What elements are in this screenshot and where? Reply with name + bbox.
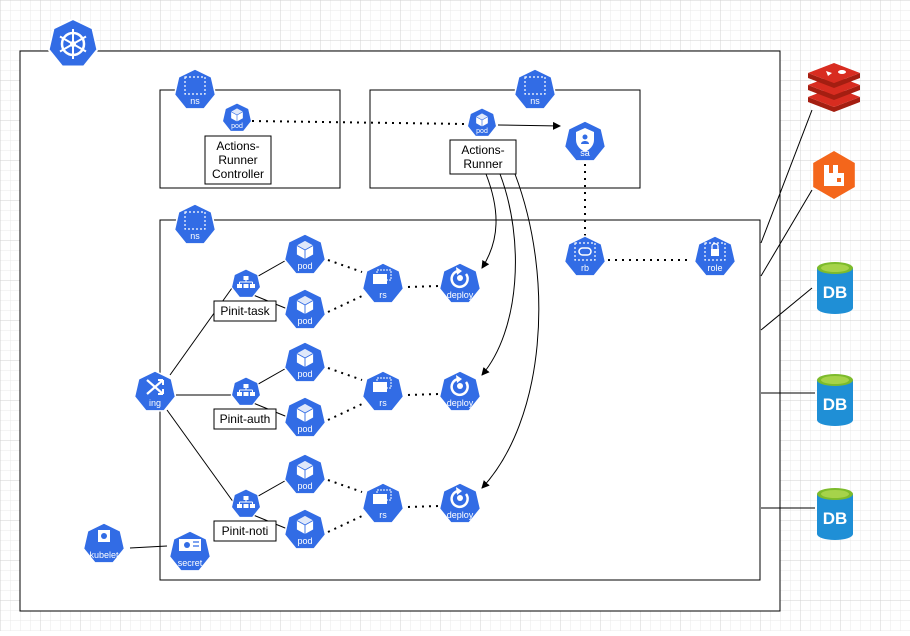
ns-icon-app: ns bbox=[173, 203, 217, 245]
pod-icon: pod bbox=[283, 508, 327, 550]
db-label: DB bbox=[823, 509, 848, 528]
runner-deploy-auth-arrow bbox=[481, 173, 516, 376]
deployment-icon: deploy bbox=[438, 482, 482, 524]
pod-label: pod bbox=[297, 536, 312, 546]
rs-label: rs bbox=[379, 398, 387, 408]
role-icon: role bbox=[693, 235, 737, 277]
svg-text:sa: sa bbox=[580, 148, 590, 158]
kubelet-secret-line bbox=[129, 545, 168, 549]
deployment-icon: deploy bbox=[438, 370, 482, 412]
deploy-label: deploy bbox=[447, 398, 474, 408]
controller-label-box bbox=[204, 135, 272, 185]
database-icon: DB bbox=[817, 374, 853, 426]
controller-runner-link bbox=[251, 120, 467, 125]
ns-label: ns bbox=[190, 96, 200, 106]
redis-link bbox=[760, 109, 813, 244]
replicaset-icon: rs bbox=[361, 482, 405, 524]
runner-pod-icon: pod bbox=[466, 107, 498, 138]
svg-text:kubelet: kubelet bbox=[89, 550, 119, 560]
kubelet-icon: kubelet bbox=[82, 522, 126, 564]
rs-label: rs bbox=[379, 510, 387, 520]
deployment-icon: deploy bbox=[438, 262, 482, 304]
svg-text:pod: pod bbox=[231, 123, 243, 130]
controller-label-line1: Actions- bbox=[216, 139, 259, 153]
replicaset-icon: rs bbox=[361, 262, 405, 304]
db-label: DB bbox=[823, 283, 848, 302]
service-name-label: Pinit-noti bbox=[222, 524, 269, 538]
pod-icon: pod bbox=[283, 341, 327, 383]
database-icon: DB bbox=[817, 488, 853, 540]
svg-text:secret: secret bbox=[178, 558, 203, 568]
ns-icon-controller: ns bbox=[173, 68, 217, 110]
runner-sa-arrow bbox=[497, 121, 561, 130]
pod-icon: pod bbox=[283, 233, 327, 275]
redis-icon bbox=[808, 63, 860, 112]
service-icon bbox=[230, 376, 262, 407]
pod-label: pod bbox=[297, 316, 312, 326]
deploy-label: deploy bbox=[447, 290, 474, 300]
ns-icon-runner: ns bbox=[513, 68, 557, 110]
rabbitmq-link bbox=[760, 189, 813, 277]
runner-label-line1: Actions- bbox=[461, 143, 504, 157]
ing-noti-line bbox=[166, 409, 235, 504]
service-account-icon: sa bbox=[563, 120, 607, 162]
controller-label-line2: Runner bbox=[218, 153, 257, 167]
ingress-icon: ing bbox=[133, 370, 177, 412]
runner-label-box bbox=[449, 139, 517, 175]
svg-text:pod: pod bbox=[476, 128, 488, 135]
pod-label: pod bbox=[297, 481, 312, 491]
service-icon bbox=[230, 268, 262, 299]
runner-deploy-task-arrow bbox=[481, 173, 497, 269]
rs-deploy-link bbox=[407, 285, 439, 288]
ns-label: ns bbox=[530, 96, 540, 106]
runner-label-line2: Runner bbox=[463, 157, 502, 171]
ns-label: ns bbox=[190, 231, 200, 241]
deploy-label: deploy bbox=[447, 510, 474, 520]
svg-text:rb: rb bbox=[581, 263, 589, 273]
pod-icon: pod bbox=[283, 396, 327, 438]
service-name-box bbox=[213, 300, 277, 322]
runner-deploy-noti-arrow bbox=[481, 173, 540, 489]
service-name-label: Pinit-task bbox=[220, 304, 270, 318]
db1-link bbox=[760, 287, 813, 331]
db-label: DB bbox=[823, 395, 848, 414]
service-name-box bbox=[213, 520, 277, 542]
rolebinding-icon: rb bbox=[563, 235, 607, 277]
pod-icon: pod bbox=[283, 288, 327, 330]
rabbitmq-icon bbox=[813, 151, 855, 199]
svg-text:role: role bbox=[707, 263, 722, 273]
kubernetes-logo-icon bbox=[47, 17, 99, 68]
pod-icon: pod bbox=[283, 453, 327, 495]
rs-label: rs bbox=[379, 290, 387, 300]
svg-text:ing: ing bbox=[149, 398, 161, 408]
replicaset-icon: rs bbox=[361, 370, 405, 412]
secret-icon: secret bbox=[168, 530, 212, 572]
pod-label: pod bbox=[297, 424, 312, 434]
service-name-box bbox=[213, 408, 277, 430]
pod-label: pod bbox=[297, 261, 312, 271]
database-icon: DB bbox=[817, 262, 853, 314]
controller-label-line3: Controller bbox=[212, 167, 264, 181]
service-name-label: Pinit-auth bbox=[220, 412, 271, 426]
service-icon bbox=[230, 488, 262, 519]
rs-deploy-link bbox=[407, 505, 439, 508]
rs-deploy-link bbox=[407, 393, 439, 396]
pod-label: pod bbox=[297, 369, 312, 379]
controller-pod-icon: pod bbox=[221, 102, 253, 133]
